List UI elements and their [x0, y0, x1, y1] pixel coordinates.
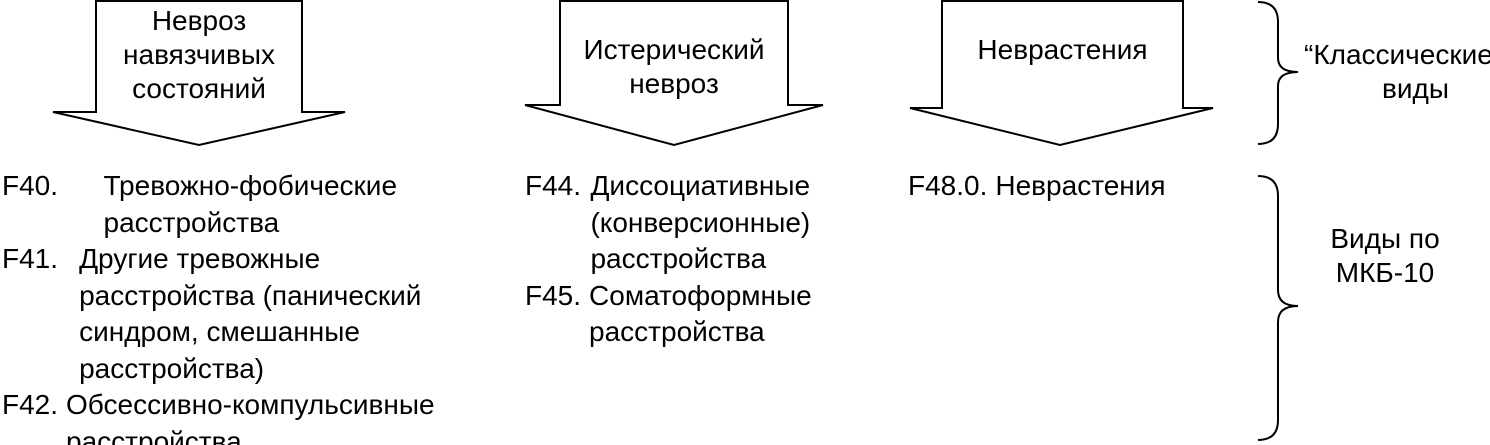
icd-line: Соматоформные — [589, 279, 812, 311]
icd-code: F42. — [2, 389, 59, 420]
arrow-label-neurasthenia: Неврастения — [942, 33, 1183, 67]
icd-entry: F40. Тревожно-фобические расстройства — [2, 168, 435, 241]
icd-line: Диссоциативные — [590, 170, 811, 201]
icd-line: расстройства — [66, 425, 242, 445]
icd-column-neurasthenia: F48.0. Неврастения — [908, 168, 1166, 205]
icd-entry: F44. Диссоциативные (конверсионные) расс… — [525, 168, 812, 278]
icd-line: расстройства — [103, 206, 280, 238]
bracket-label-line: Виды по — [1330, 223, 1440, 254]
bracket-label-line: “Классические — [1304, 39, 1490, 70]
icd-line: Другие тревожные — [79, 243, 321, 274]
arrow-label-line: Невроз — [151, 5, 247, 36]
arrow-label-line: Неврастения — [977, 34, 1148, 65]
icd-code: F40. — [2, 170, 59, 201]
icd-entry: F41. Другие тревожные расстройства (пани… — [2, 241, 435, 387]
icd-line: Тревожно-фобические — [103, 170, 398, 201]
bracket-label-classic-types: “Классические виды — [1298, 38, 1490, 106]
bracket-label-icd10-types: Виды по МКБ-10 — [1300, 222, 1470, 290]
arrow-label-line: невроз — [629, 68, 719, 99]
icd-code: F41. — [2, 243, 59, 274]
icd-column-obsessive: F40. Тревожно-фобические расстройства F4… — [2, 168, 435, 445]
icd-code: F48.0. — [908, 170, 988, 201]
bracket-label-line: виды — [1382, 73, 1449, 104]
icd-entry: F45. Соматоформные расстройства — [525, 278, 812, 351]
curly-brace-bottom — [1257, 175, 1299, 441]
curly-brace-top — [1257, 1, 1299, 145]
arrow-shape-3 — [909, 0, 1214, 147]
arrow-label-line: состояний — [132, 73, 266, 104]
arrow-shape-1 — [52, 0, 346, 147]
icd-line: Обсессивно-компульсивные — [66, 389, 435, 420]
bracket-label-line: МКБ-10 — [1335, 257, 1435, 288]
icd-code: F44. — [525, 170, 582, 201]
icd-line: расстройства) — [79, 352, 265, 384]
icd-code: F45. — [525, 279, 582, 311]
arrow-label-hysterical-neurosis: Истерический невроз — [560, 33, 788, 101]
arrow-label-obsessive-neurosis: Невроз навязчивых состояний — [96, 4, 302, 106]
icd-entry: F48.0. Неврастения — [908, 168, 1166, 205]
icd-line: расстройства — [590, 243, 767, 274]
icd-line: расстройства (панический — [79, 279, 422, 311]
icd-line: синдром, смешанные — [79, 316, 360, 347]
arrow-label-line: навязчивых — [123, 39, 275, 70]
arrow-shape-2 — [524, 0, 824, 147]
arrow-label-line: Истерический — [583, 34, 765, 65]
icd-line: (конверсионные) — [590, 206, 811, 238]
icd-column-hysterical: F44. Диссоциативные (конверсионные) расс… — [525, 168, 812, 351]
icd-line: Неврастения — [995, 170, 1166, 201]
icd-line: расстройства — [589, 316, 765, 347]
icd-entry: F42. Обсессивно-компульсивные расстройст… — [2, 387, 435, 445]
